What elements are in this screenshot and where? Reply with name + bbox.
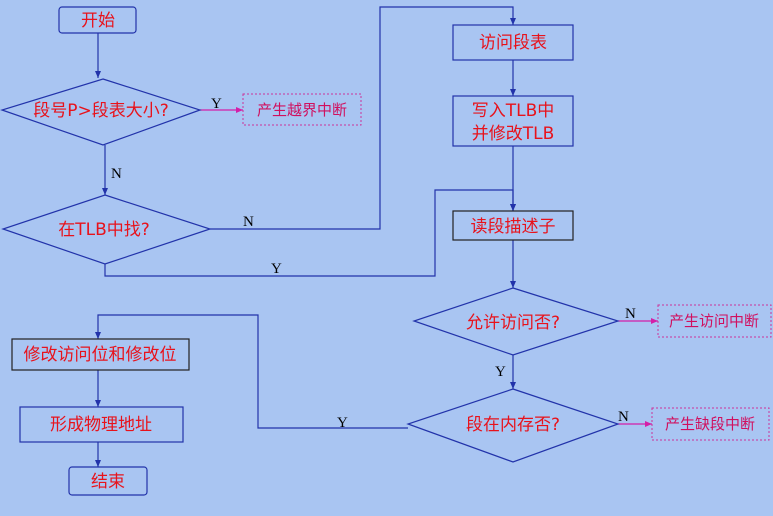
physical-address-node: 形成物理地址 bbox=[19, 406, 184, 443]
write-tlb-node: 写入TLB中 并修改TLB bbox=[452, 95, 574, 147]
missing-segment-label: 产生缺段中断 bbox=[665, 415, 755, 433]
label-allow-yes: Y bbox=[495, 364, 506, 380]
end-label: 结束 bbox=[91, 472, 125, 492]
access-seg-table-label: 访问段表 bbox=[479, 33, 547, 53]
access-interrupt-node: 产生访问中断 bbox=[657, 304, 772, 338]
write-tlb-line2: 并修改TLB bbox=[472, 124, 555, 144]
in-memory-label: 段在内存否? bbox=[466, 415, 560, 435]
access-seg-table-node: 访问段表 bbox=[452, 24, 574, 61]
edge-memory-yes-to-modify bbox=[95, 314, 408, 429]
physical-address-label: 形成物理地址 bbox=[50, 415, 152, 435]
write-tlb-line1: 写入TLB中 bbox=[472, 101, 555, 121]
modify-bits-node: 修改访问位和修改位 bbox=[11, 338, 190, 371]
edge-tlb-yes-to-read bbox=[104, 189, 516, 277]
out-of-bounds-node: 产生越界中断 bbox=[242, 93, 362, 126]
label-bounds-no: N bbox=[111, 166, 122, 182]
search-tlb-label: 在TLB中找? bbox=[58, 220, 150, 240]
missing-segment-node: 产生缺段中断 bbox=[651, 407, 770, 441]
start-label: 开始 bbox=[81, 11, 115, 31]
decision-allow-access: 允许访问否? bbox=[412, 287, 620, 356]
out-of-bounds-label: 产生越界中断 bbox=[257, 101, 347, 119]
label-memory-yes: Y bbox=[337, 415, 348, 431]
label-tlb-no: N bbox=[243, 214, 254, 230]
modify-bits-label: 修改访问位和修改位 bbox=[24, 345, 177, 365]
check-length-label: 段号P>段表大小? bbox=[33, 101, 169, 121]
label-bounds-yes: Y bbox=[211, 96, 222, 112]
decision-in-memory: 段在内存否? bbox=[406, 388, 620, 463]
allow-access-label: 允许访问否? bbox=[466, 313, 560, 333]
start-node: 开始 bbox=[58, 6, 137, 34]
access-interrupt-label: 产生访问中断 bbox=[669, 312, 759, 330]
read-descriptor-label: 读段描述子 bbox=[471, 217, 556, 237]
decision-search-tlb: 在TLB中找? bbox=[1, 194, 212, 265]
label-memory-no: N bbox=[618, 409, 629, 425]
label-allow-no: N bbox=[625, 306, 636, 322]
label-tlb-yes: Y bbox=[271, 261, 282, 277]
read-descriptor-node: 读段描述子 bbox=[452, 210, 574, 241]
edge-tlb-no-to-segtable bbox=[210, 6, 516, 230]
decision-check-length: 段号P>段表大小? bbox=[0, 78, 202, 146]
end-node: 结束 bbox=[68, 466, 148, 496]
